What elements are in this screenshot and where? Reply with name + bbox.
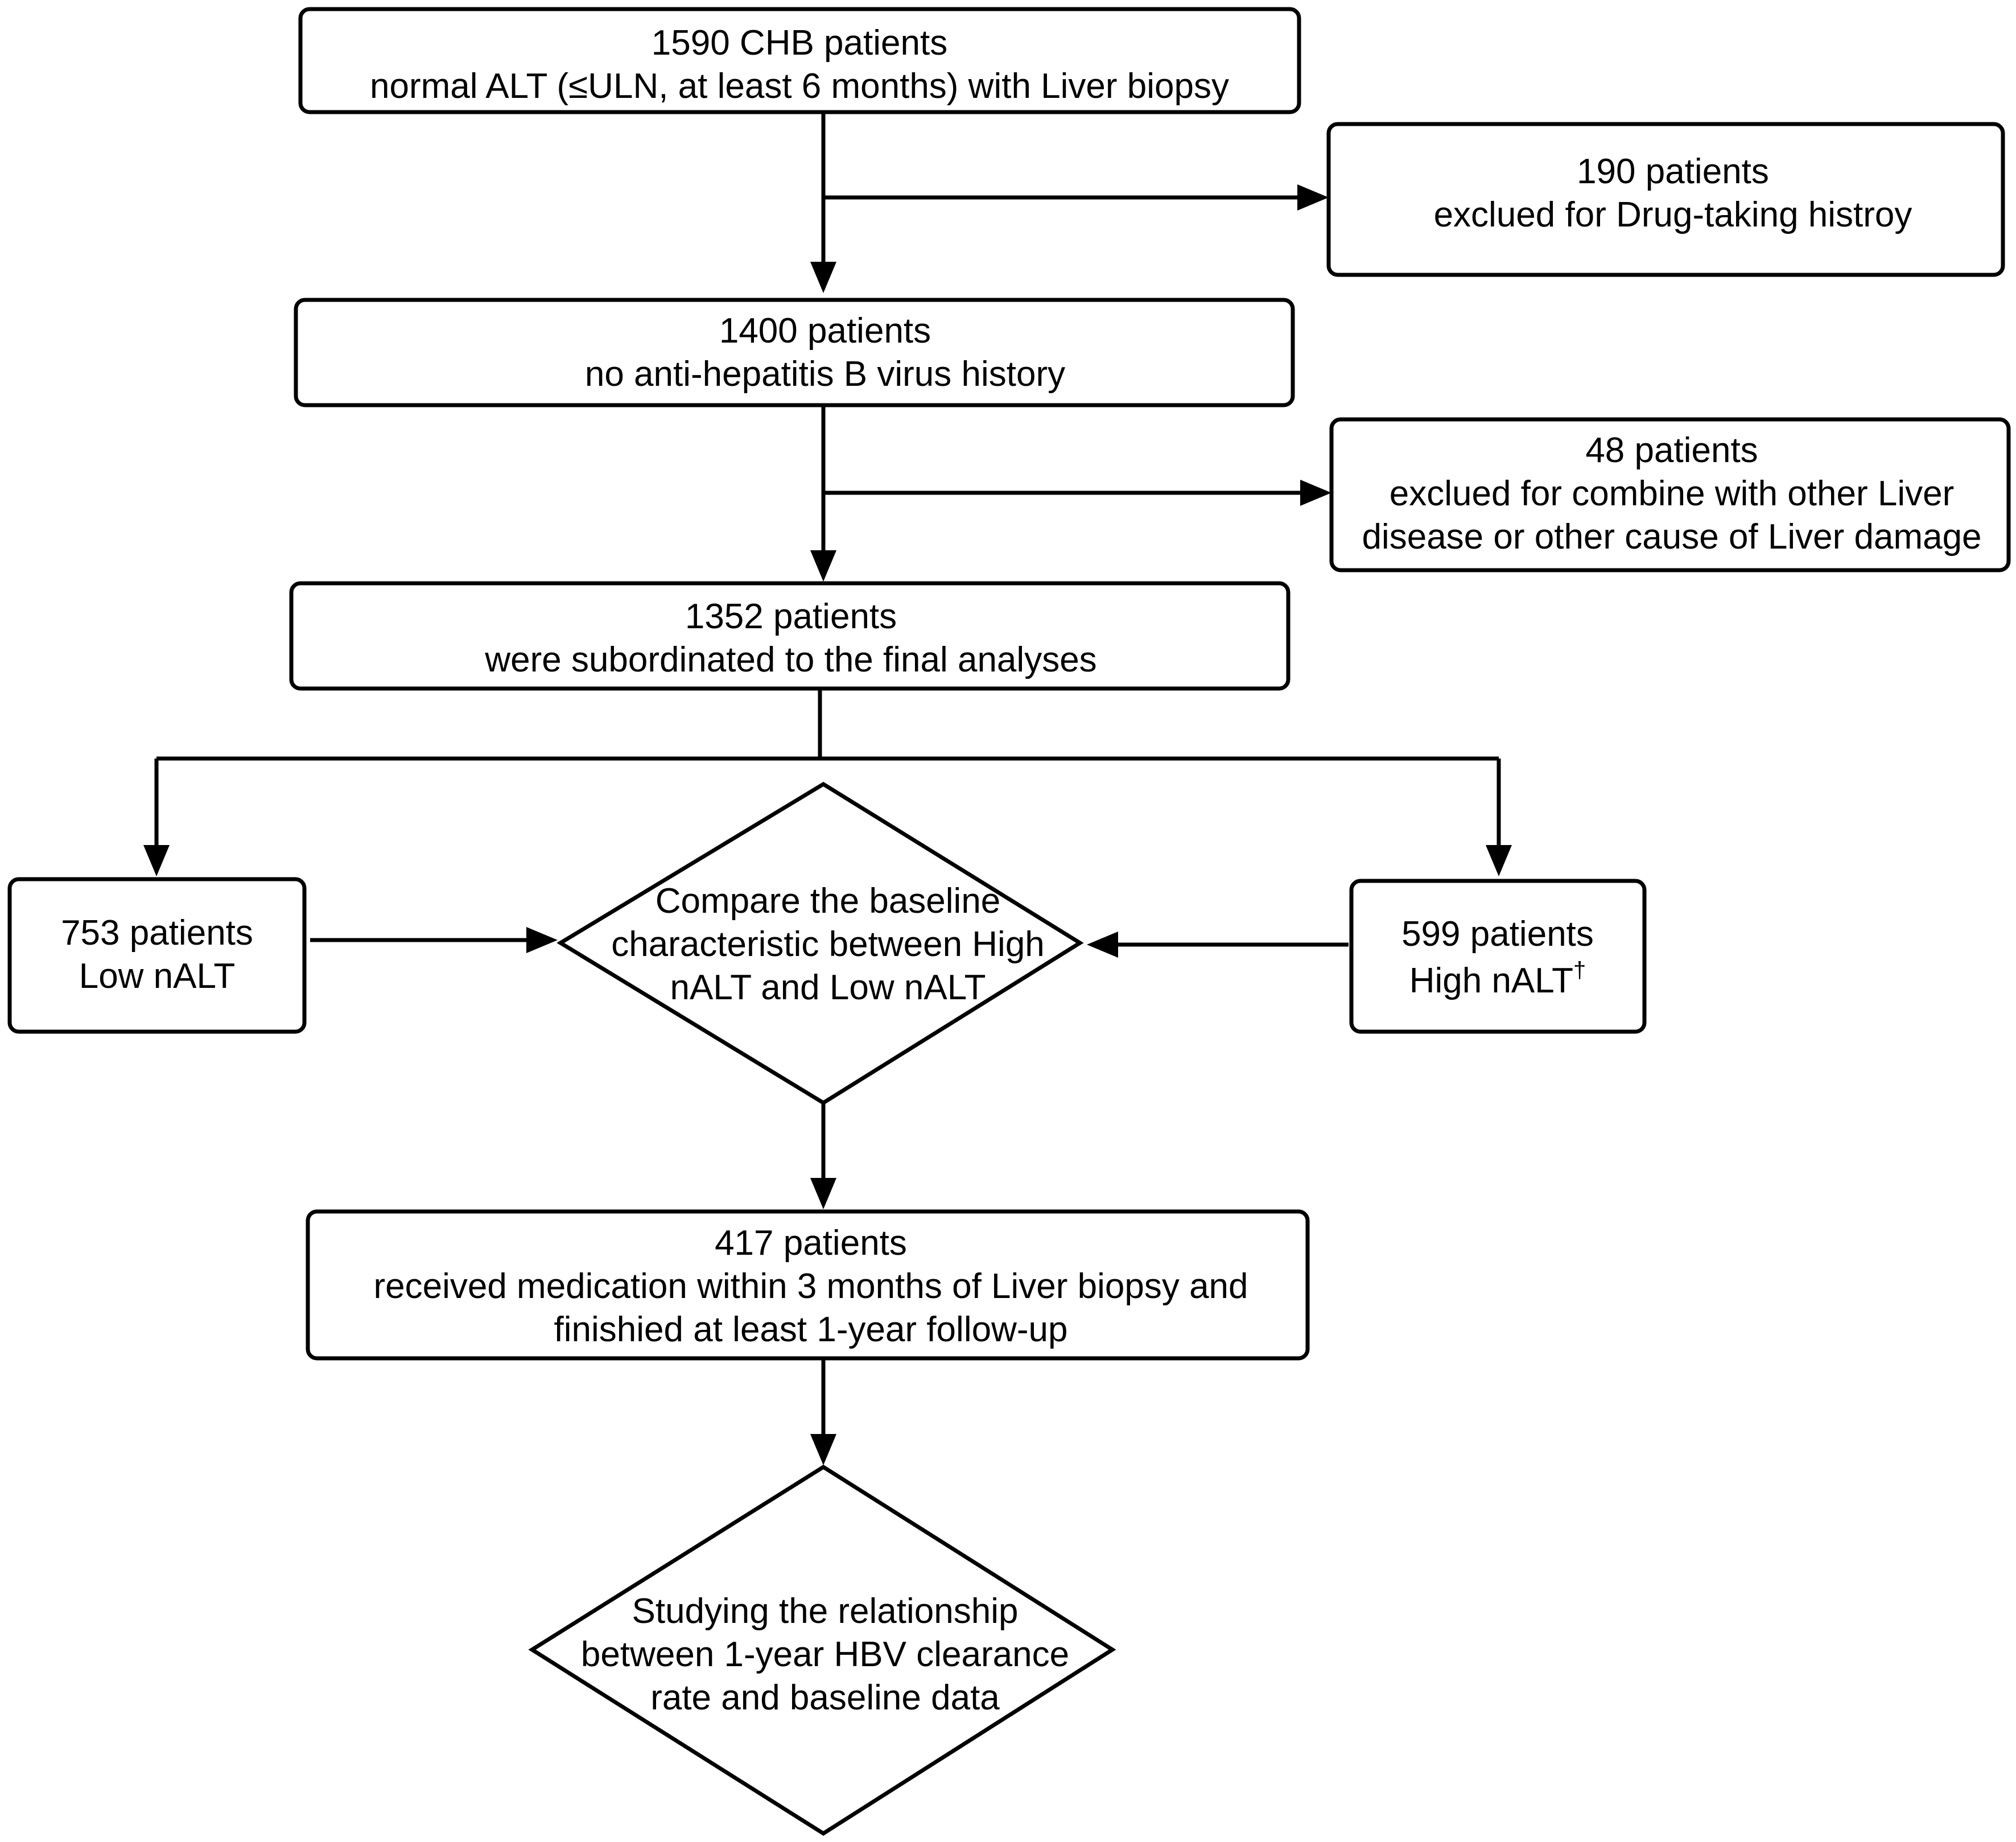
arrowhead-high-group: [1486, 845, 1512, 876]
compare-diamond: Compare the baseline characteristic betw…: [556, 781, 1084, 1106]
low-nalt-count: 753 patients: [61, 913, 253, 953]
low-nalt-label: Low nALT: [79, 957, 236, 996]
study-diamond: Studying the relationship between 1-year…: [528, 1464, 1116, 1836]
compare-line1: Compare the baseline: [655, 881, 1001, 921]
step3-count: 1352 patients: [685, 597, 897, 636]
step2-box: 1400 patients no anti-hepatitis B virus …: [294, 298, 1295, 407]
arrowhead-step2: [810, 262, 836, 293]
exclusion1-count: 190 patients: [1577, 152, 1769, 191]
step3-note: were subordinated to the final analyses: [484, 640, 1096, 679]
arrowhead-step3: [810, 550, 836, 582]
exclusion2-count: 48 patients: [1585, 431, 1758, 470]
start-box: 1590 CHB patients normal ALT (≤ULN, at l…: [298, 7, 1301, 114]
high-nalt-box: 599 patients High nALT†: [1349, 879, 1647, 1034]
compare-line3: nALT and Low nALT: [670, 968, 986, 1007]
medication-criteria-line2: finishied at least 1-year follow-up: [554, 1310, 1068, 1349]
exclusion1-box: 190 patients exclued for Drug-taking his…: [1326, 122, 2005, 277]
arrowhead-exclusion1: [1297, 184, 1329, 211]
exclusion1-reason: exclued for Drug-taking histroy: [1434, 195, 1912, 234]
study-line2: between 1-year HBV clearance: [581, 1635, 1069, 1674]
low-nalt-box: 753 patients Low nALT: [7, 877, 307, 1034]
exclusion2-reason-line2: disease or other cause of Liver damage: [1362, 517, 1981, 557]
medication-box: 417 patients received medication within …: [306, 1209, 1310, 1361]
step2-count: 1400 patients: [719, 311, 931, 351]
medication-count: 417 patients: [715, 1223, 907, 1263]
compare-line2: characteristic between High: [611, 925, 1045, 964]
arrowhead-exclusion2: [1300, 480, 1331, 506]
high-nalt-label: High nALT: [1409, 961, 1573, 1000]
study-line3: rate and baseline data: [650, 1678, 1000, 1717]
high-nalt-label-line: High nALT†: [1409, 958, 1586, 1000]
high-nalt-count: 599 patients: [1401, 914, 1594, 954]
medication-criteria-line1: received medication within 3 months of L…: [373, 1267, 1248, 1306]
arrowhead-compare-right: [1087, 932, 1118, 958]
high-nalt-dagger: †: [1573, 958, 1586, 983]
exclusion2-box: 48 patients exclued for combine with oth…: [1329, 417, 2011, 572]
arrowhead-low-group: [143, 845, 170, 876]
study-line1: Studying the relationship: [632, 1592, 1018, 1631]
exclusion2-reason-line1: exclued for combine with other Liver: [1390, 474, 1954, 513]
arrowhead-study: [810, 1434, 836, 1465]
step3-box: 1352 patients were subordinated to the f…: [289, 581, 1291, 691]
arrowhead-compare-left: [526, 927, 558, 953]
start-count: 1590 CHB patients: [652, 23, 947, 63]
start-criteria: normal ALT (≤ULN, at least 6 months) wit…: [370, 67, 1229, 106]
arrowhead-medication: [810, 1178, 836, 1209]
step2-criteria: no anti-hepatitis B virus history: [585, 355, 1065, 394]
